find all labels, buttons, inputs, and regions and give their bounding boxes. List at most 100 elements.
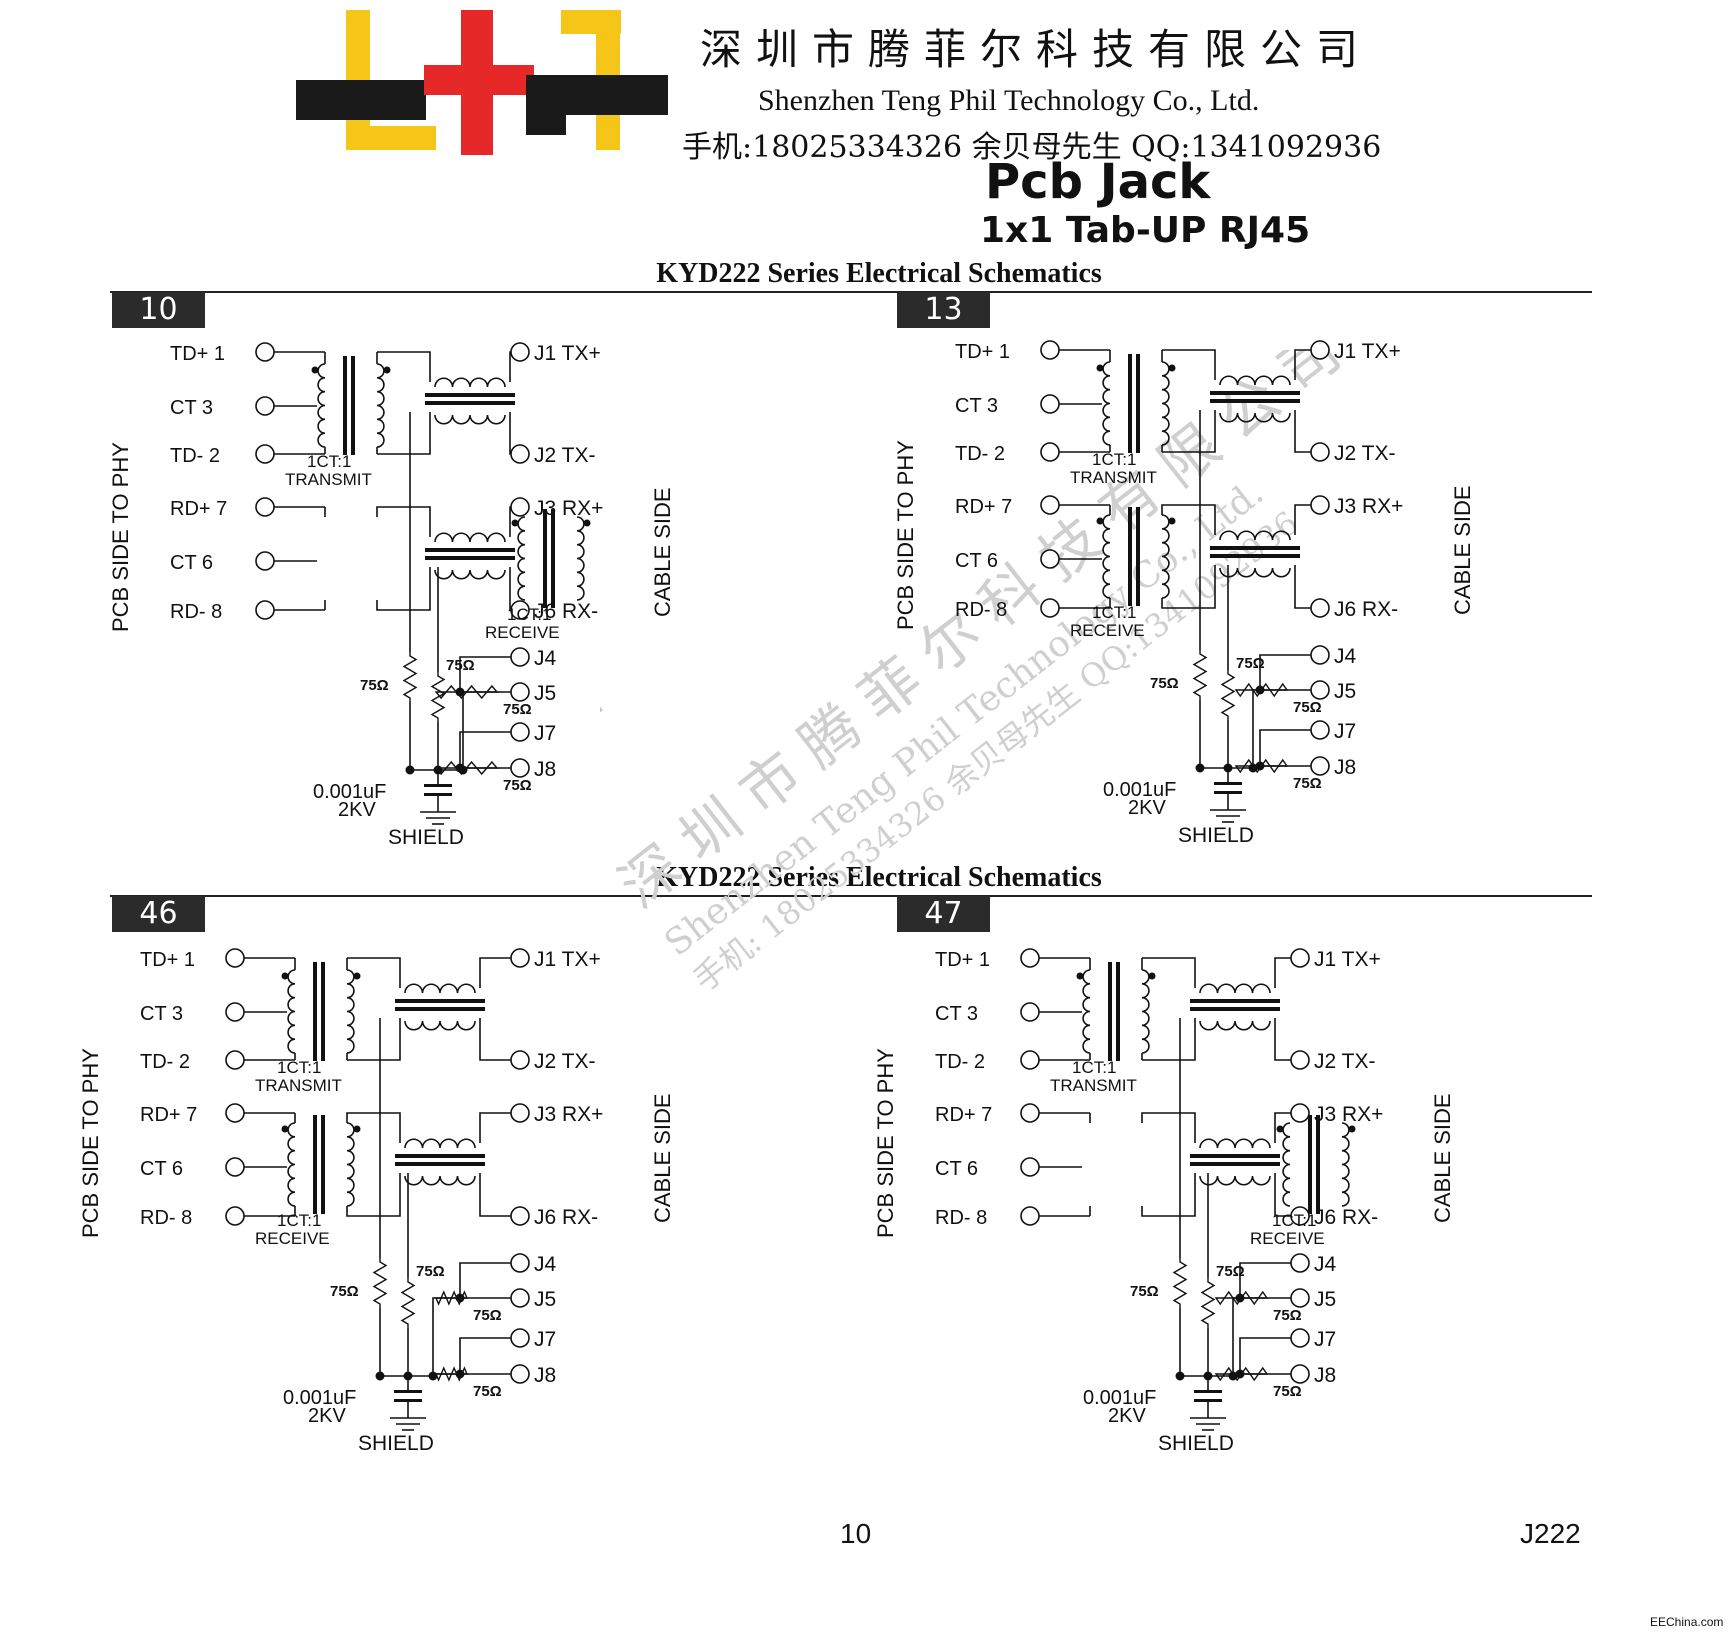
transformer-core bbox=[351, 356, 355, 455]
pin-terminal bbox=[1290, 1253, 1310, 1273]
left-pin-label: CT 3 bbox=[140, 1003, 183, 1025]
right-pin-label: J7 bbox=[1334, 720, 1356, 743]
capacitor-plate bbox=[394, 1390, 422, 1393]
pin-terminal bbox=[510, 682, 530, 702]
resistor bbox=[1200, 1278, 1216, 1328]
transformer-label: TRANSMIT bbox=[1070, 468, 1157, 487]
left-pin-label: RD- 8 bbox=[170, 601, 222, 623]
company-logo bbox=[296, 10, 668, 155]
winding bbox=[1082, 969, 1091, 1054]
wire bbox=[1274, 1173, 1291, 1217]
contact-info: 手机:18025334326 余贝母先生 QQ:1341092936 bbox=[682, 130, 1382, 165]
pin-terminal bbox=[255, 600, 275, 620]
right-pin-label: J1 TX+ bbox=[1334, 340, 1401, 363]
choke-core bbox=[1210, 546, 1300, 550]
right-pin-label: J6 RX- bbox=[1314, 1206, 1378, 1229]
winding bbox=[434, 532, 506, 543]
pin-terminal bbox=[225, 1103, 245, 1123]
pin-terminal bbox=[1310, 720, 1330, 740]
right-pin-label: J8 bbox=[1334, 756, 1356, 779]
choke-core bbox=[1190, 1154, 1280, 1158]
capacitor-plate bbox=[1194, 1390, 1222, 1393]
wire bbox=[1252, 689, 1283, 768]
winding bbox=[1199, 983, 1271, 994]
section-rule-bottom bbox=[110, 895, 1592, 897]
pin-terminal bbox=[1290, 1328, 1310, 1348]
left-pin-label: TD- 2 bbox=[935, 1051, 985, 1073]
page-number: 10 bbox=[840, 1518, 872, 1549]
pin-terminal bbox=[1290, 948, 1310, 968]
right-pin-label: J4 bbox=[534, 1253, 557, 1276]
wire bbox=[432, 1297, 463, 1376]
pin-terminal bbox=[225, 1206, 245, 1226]
wire bbox=[1274, 1112, 1291, 1143]
left-pin-label: CT 6 bbox=[170, 552, 213, 574]
right-pin-label: J3 RX+ bbox=[1314, 1103, 1383, 1126]
pin-terminal bbox=[510, 1328, 530, 1348]
wire bbox=[377, 351, 431, 382]
wire bbox=[346, 1112, 401, 1143]
right-pin-label: J5 bbox=[534, 1288, 556, 1311]
right-pin-label: J3 RX+ bbox=[1334, 495, 1403, 518]
choke-core bbox=[1210, 391, 1300, 395]
pin-terminal bbox=[1310, 340, 1330, 360]
right-pin-label: J6 RX- bbox=[1334, 598, 1398, 621]
resistor-value: 75Ω bbox=[1273, 1307, 1302, 1324]
schematic-13: TD+ 1CT 3TD- 2RD+ 7CT 6RD- 8J1 TX+J2 TX-… bbox=[893, 340, 1475, 847]
left-pin-label: CT 3 bbox=[935, 1003, 978, 1025]
diagram-number-46: 46 bbox=[112, 896, 205, 932]
transformer-label: TRANSMIT bbox=[285, 470, 372, 489]
polarity-dot bbox=[281, 1125, 289, 1133]
capacitor-plate bbox=[1214, 791, 1242, 794]
right-pin-label: J4 bbox=[534, 647, 557, 670]
wire bbox=[376, 567, 431, 611]
capacitor-value: 0.001uF bbox=[283, 1387, 356, 1409]
junction-dot bbox=[1195, 763, 1205, 773]
wire bbox=[347, 957, 401, 988]
winding bbox=[434, 414, 506, 425]
left-pin-label: TD+ 1 bbox=[955, 341, 1010, 363]
winding bbox=[346, 969, 355, 1054]
pin-terminal bbox=[1290, 1364, 1310, 1384]
capacitor-value: 0.001uF bbox=[1103, 779, 1176, 801]
transformer-ratio: 1CT:1 bbox=[1272, 1211, 1316, 1230]
pin-terminal bbox=[510, 497, 530, 517]
wire bbox=[509, 351, 511, 382]
transformer-ratio: 1CT:1 bbox=[307, 452, 351, 471]
left-pin-label: TD+ 1 bbox=[140, 949, 195, 971]
wire bbox=[459, 731, 511, 768]
polarity-dot bbox=[1096, 517, 1104, 525]
winding bbox=[1102, 361, 1111, 446]
section-title-top: KYD222 Series Electrical Schematics bbox=[656, 258, 1102, 289]
pin-terminal bbox=[1310, 442, 1330, 462]
pin-terminal bbox=[1310, 680, 1330, 700]
pin-terminal bbox=[510, 647, 530, 667]
section-title-bottom: KYD222 Series Electrical Schematics bbox=[656, 862, 1102, 893]
transformer-core bbox=[321, 962, 325, 1061]
pin-terminal bbox=[510, 1206, 530, 1226]
diagram-number-13: 13 bbox=[897, 292, 990, 328]
pin-terminal bbox=[510, 1288, 530, 1308]
left-pin-label: RD+ 7 bbox=[170, 498, 227, 520]
capacitor-plate bbox=[424, 793, 452, 796]
choke-core bbox=[425, 401, 515, 405]
transformer-label: RECEIVE bbox=[1250, 1229, 1325, 1248]
wire bbox=[1294, 504, 1311, 535]
wire bbox=[1141, 1112, 1196, 1143]
pin-terminal bbox=[1310, 495, 1330, 515]
winding bbox=[1282, 1122, 1291, 1207]
capacitor-voltage: 2KV bbox=[338, 799, 376, 821]
pin-terminal bbox=[1310, 598, 1330, 618]
transformer-core bbox=[321, 1115, 325, 1214]
wire bbox=[509, 567, 511, 611]
shield-label: SHIELD bbox=[388, 826, 464, 849]
wire bbox=[509, 412, 511, 455]
schematic-47: TD+ 1CT 3TD- 2RD+ 7CT 6RD- 8J1 TX+J2 TX-… bbox=[873, 948, 1455, 1455]
wire bbox=[1294, 565, 1311, 609]
resistor-value: 75Ω bbox=[360, 677, 389, 694]
pin-terminal bbox=[510, 1103, 530, 1123]
polarity-dot bbox=[1148, 972, 1156, 980]
pin-terminal bbox=[1290, 1050, 1310, 1070]
wire bbox=[1259, 729, 1311, 766]
wire bbox=[346, 1173, 401, 1217]
